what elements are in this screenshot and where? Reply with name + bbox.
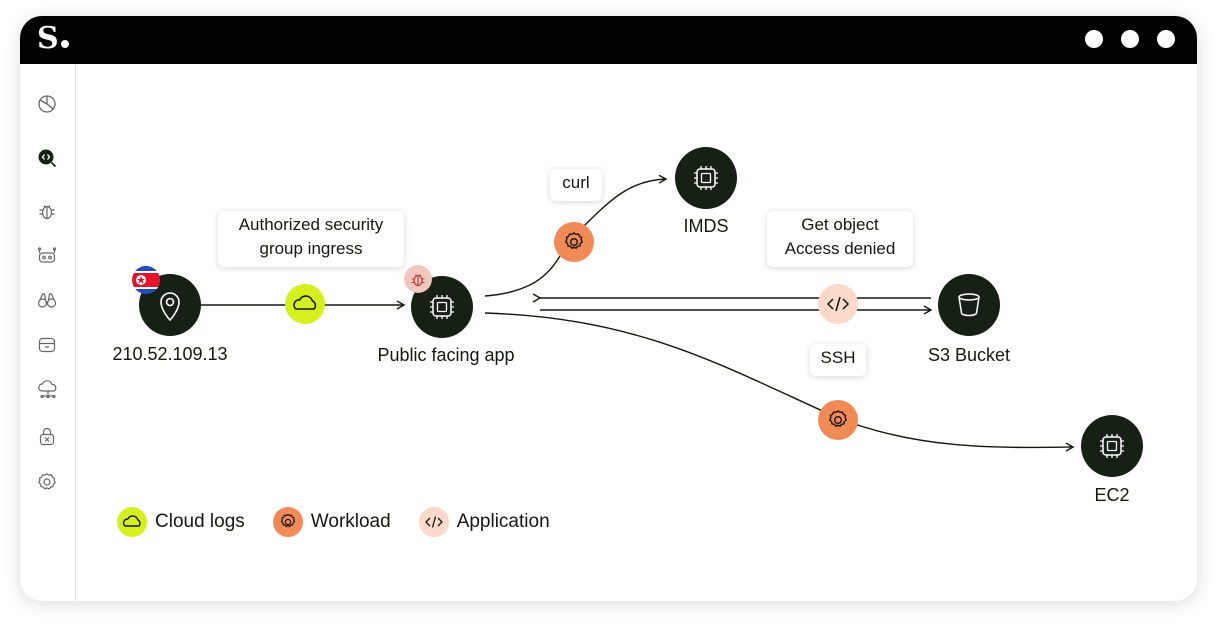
chip-icon [694, 166, 718, 190]
ingress-bubble: Authorized security group ingress [218, 211, 404, 267]
bug-icon[interactable] [37, 201, 57, 221]
legend-workload-label: Workload [310, 511, 391, 532]
legend-cloud-icon [117, 507, 147, 537]
window-dot-2[interactable] [1121, 30, 1139, 48]
legend-cloud-logs-label: Cloud logs [155, 511, 245, 532]
cloud-icon [293, 295, 317, 310]
curl-workload-tag[interactable] [554, 222, 594, 262]
app-window: S [20, 16, 1197, 601]
gear-icon [828, 410, 848, 428]
settings-icon[interactable] [37, 472, 57, 492]
legend-item-workload: Workload [272, 507, 391, 537]
cloud-logs-tag[interactable] [285, 284, 325, 324]
public-app-label: Public facing app [377, 345, 515, 365]
s3-label: S3 Bucket [927, 345, 1011, 365]
gear-icon [564, 232, 584, 250]
bucket-icon [958, 293, 980, 317]
bug-icon [411, 274, 425, 287]
ssh-workload-tag[interactable] [818, 400, 858, 440]
source-ip-label: 210.52.109.13 [112, 344, 228, 364]
lock-icon[interactable] [37, 426, 57, 446]
window-controls [1085, 30, 1175, 48]
sidebar [20, 64, 76, 601]
application-tag[interactable] [818, 284, 858, 324]
node-imds[interactable] [675, 147, 737, 209]
node-s3[interactable] [938, 274, 1000, 336]
robot-icon[interactable] [37, 246, 57, 266]
window-dot-3[interactable] [1157, 30, 1175, 48]
app-logo[interactable]: S [37, 21, 69, 57]
cloud-network-icon[interactable] [37, 380, 57, 400]
chip-icon [1100, 434, 1124, 458]
legend-item-cloud-logs: Cloud logs [117, 507, 245, 537]
pie-chart-icon[interactable] [37, 94, 57, 114]
node-ec2[interactable] [1081, 415, 1143, 477]
ssh-label: SSH [820, 348, 856, 367]
title-bar: S [20, 16, 1197, 64]
archive-icon[interactable] [37, 335, 57, 355]
location-pin-icon [160, 292, 180, 322]
s3-access-line2: Access denied [784, 239, 896, 258]
ingress-label-line2: group ingress [259, 239, 363, 258]
s3-access-bubble: Get object Access denied [767, 211, 913, 267]
curl-label: curl [562, 173, 590, 192]
chip-icon [430, 295, 454, 319]
ssh-bubble: SSH [810, 344, 866, 376]
legend-code-icon [418, 507, 449, 537]
legend-application-label: Application [456, 511, 550, 532]
legend-gear-icon [272, 507, 303, 537]
bug-badge[interactable] [404, 265, 432, 293]
code-icon [826, 296, 850, 312]
north-korea-flag-icon [131, 265, 161, 295]
curl-bubble: curl [550, 169, 602, 201]
ingress-label-line1: Authorized security [238, 215, 384, 234]
legend: Cloud logs Workload Application [117, 507, 578, 537]
legend-item-application: Application [418, 507, 550, 537]
code-search-icon[interactable] [37, 148, 57, 168]
binoculars-icon[interactable] [37, 290, 57, 310]
ec2-label: EC2 [1094, 485, 1130, 505]
window-dot-1[interactable] [1085, 30, 1103, 48]
imds-label: IMDS [683, 216, 729, 236]
s3-access-line1: Get object [801, 215, 879, 234]
